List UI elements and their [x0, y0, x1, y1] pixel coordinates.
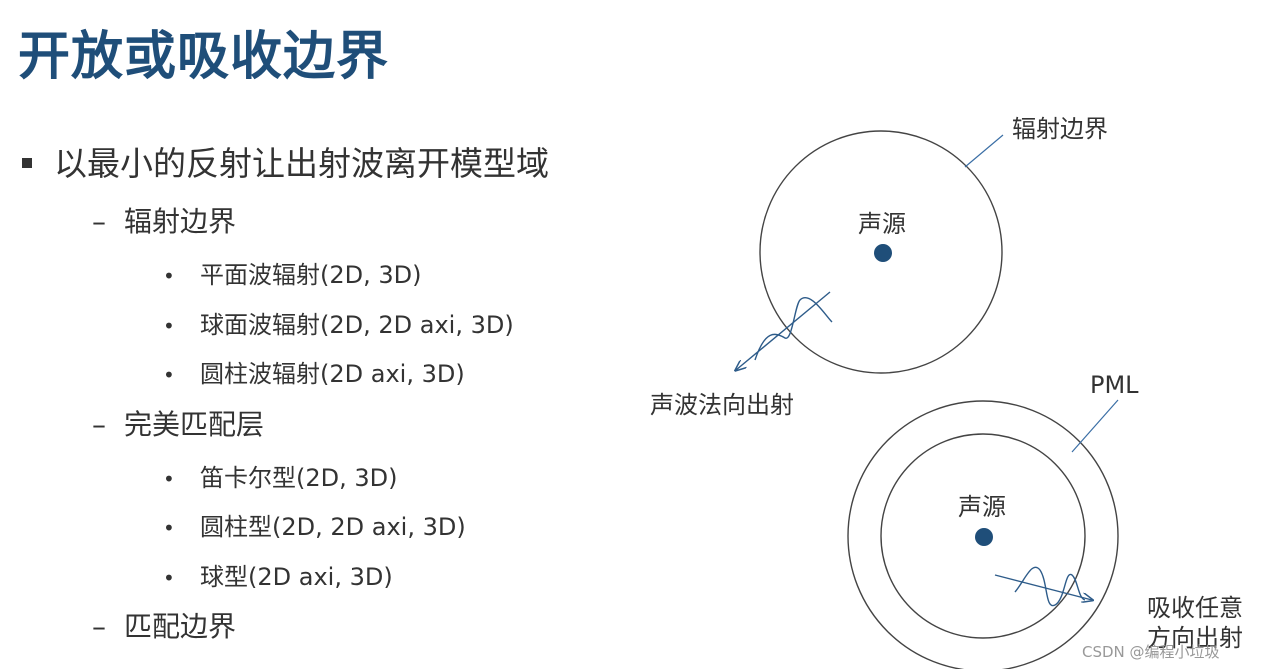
sound-source-dot [874, 244, 892, 262]
pml-leader-line [1071, 399, 1119, 453]
list-item-text: 球型(2D axi, 3D) [200, 563, 393, 591]
pml-diagram: PML 声源 吸收任意 方向出射 [847, 371, 1243, 669]
watermark: CSDN @编程小垃圾 [1082, 643, 1220, 661]
normal-wave-curve [754, 297, 833, 361]
section-pml: –完美匹配层 [92, 403, 264, 443]
list-item: • 球型(2D axi, 3D) [163, 557, 393, 592]
radiation-leader-line [964, 134, 1004, 168]
list-item: • 笛卡尔型(2D, 3D) [163, 458, 397, 493]
section-radiation: –辐射边界 [92, 200, 236, 240]
section-label: 辐射边界 [124, 205, 237, 238]
list-item: • 平面波辐射(2D, 3D) [163, 255, 421, 290]
absorbed-wave-curve [1014, 566, 1086, 607]
dot-bullet-icon: • [163, 264, 175, 288]
square-bullet-icon [22, 157, 32, 168]
source-label: 声源 [858, 210, 906, 238]
slide-title: 开放或吸收边界 [18, 27, 390, 87]
section-label: 完美匹配层 [124, 408, 265, 441]
dot-bullet-icon: • [163, 566, 175, 590]
list-item-text: 笛卡尔型(2D, 3D) [200, 464, 398, 492]
absorbed-wave-label-line1: 吸收任意 [1147, 594, 1243, 622]
section-matched: –匹配边界 [92, 605, 236, 645]
dash-bullet-icon: – [92, 408, 106, 441]
absorbed-wave-arrow [994, 574, 1092, 600]
dash-bullet-icon: – [92, 205, 106, 238]
dash-bullet-icon: – [92, 610, 106, 643]
list-item: • 球面波辐射(2D, 2D axi, 3D) [163, 305, 514, 340]
radiation-boundary-label: 辐射边界 [1012, 115, 1108, 143]
sound-source-dot [975, 528, 993, 546]
absorbed-wave-label-line2: 方向出射 [1147, 624, 1243, 652]
dot-bullet-icon: • [163, 314, 175, 338]
list-item-text: 圆柱波辐射(2D axi, 3D) [200, 360, 465, 388]
pml-inner-circle [880, 433, 1086, 639]
dot-bullet-icon: • [163, 363, 175, 387]
list-item-text: 平面波辐射(2D, 3D) [200, 261, 422, 289]
pml-label: PML [1090, 371, 1139, 399]
dot-bullet-icon: • [163, 467, 175, 491]
radiation-diagram: 辐射边界 声源 声波法向出射 [650, 115, 1108, 419]
list-item-text: 圆柱型(2D, 2D axi, 3D) [200, 513, 466, 541]
main-point-text: 以最小的反射让出射波离开模型域 [54, 144, 549, 183]
radiation-boundary-circle [759, 130, 1003, 374]
normal-wave-label: 声波法向出射 [650, 391, 794, 419]
normal-wave-arrow [736, 291, 831, 370]
list-item: • 圆柱波辐射(2D axi, 3D) [163, 354, 465, 389]
section-label: 匹配边界 [124, 610, 237, 643]
list-item-text: 球面波辐射(2D, 2D axi, 3D) [200, 311, 514, 339]
main-point: 以最小的反射让出射波离开模型域 [22, 137, 549, 185]
dot-bullet-icon: • [163, 516, 175, 540]
pml-outer-circle [847, 400, 1119, 669]
source-label: 声源 [958, 493, 1006, 521]
list-item: • 圆柱型(2D, 2D axi, 3D) [163, 507, 466, 542]
